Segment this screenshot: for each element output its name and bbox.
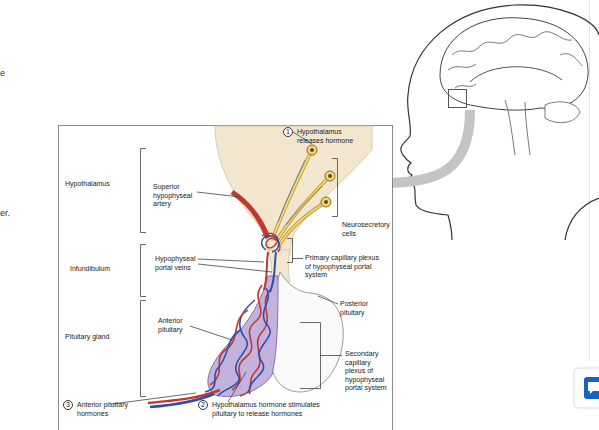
neurosecretory-axons	[272, 150, 330, 244]
page-text-fragment: er.	[0, 208, 20, 219]
neuron-body	[307, 145, 317, 155]
callout-number: 2	[199, 401, 207, 409]
primary-capillary-plexus	[262, 234, 280, 252]
axon	[272, 150, 312, 240]
bracket	[141, 149, 147, 233]
pointer-arrow	[382, 110, 470, 183]
anterior-pituitary	[208, 276, 278, 396]
bracket	[141, 301, 147, 397]
part-label: Secondary capillary plexus of hypophysea…	[345, 350, 391, 393]
part-label: Hypothalamus	[65, 180, 135, 189]
callout-text: Hypothalamus releases hormone	[297, 128, 359, 145]
secretion-flow	[278, 160, 322, 225]
part-label: Posterior pituitary	[340, 300, 392, 317]
cerebellum	[545, 102, 580, 123]
callout-circle: 2Hypothalamus hormone stimulates pituita…	[198, 400, 208, 410]
callout-number: 1	[284, 128, 292, 136]
part-label: Hypophyseal portal veins	[155, 255, 200, 272]
part-label: Anterior pituitary	[158, 317, 193, 334]
superior-hypophyseal-artery	[232, 192, 268, 238]
part-label: Primary capillary plexus of hypophyseal …	[305, 254, 379, 280]
page-text-fragment: e	[0, 68, 12, 79]
neuron-nucleus	[310, 148, 314, 152]
capillary	[249, 288, 270, 394]
neuron-nucleus	[324, 200, 328, 204]
callout-number: 3	[64, 401, 72, 409]
neck-outline	[565, 198, 599, 240]
brain-gyri	[452, 32, 572, 55]
corpus-callosum	[470, 67, 562, 82]
capillary	[218, 300, 255, 396]
brainstem	[505, 100, 530, 155]
axon	[280, 202, 326, 244]
axon	[280, 202, 326, 244]
chat-bubble	[588, 382, 599, 394]
chat-widget	[574, 368, 599, 408]
neuron-bodies	[307, 145, 335, 207]
part-label: Infundibulum	[70, 265, 138, 274]
posterior-pituitary	[269, 272, 343, 392]
brain-gyri	[448, 54, 582, 88]
bracket	[300, 323, 342, 389]
figure-frame	[59, 126, 393, 430]
bracket	[287, 239, 303, 263]
leader-line	[228, 372, 246, 402]
leader-line	[197, 192, 240, 197]
leader-line	[318, 296, 338, 304]
brain-outline	[440, 18, 588, 110]
callout-text: Hypothalamus hormone stimulates pituitar…	[212, 401, 332, 418]
neuron-body	[321, 197, 331, 207]
neuron-body	[325, 171, 335, 181]
part-label: Pituitary gland	[65, 333, 135, 342]
callout-circle: 3Anterior pituitary hormones	[63, 400, 73, 410]
capillary	[232, 285, 262, 390]
bracket	[332, 159, 338, 217]
callout-circle: 1Hypothalamus releases hormone	[283, 127, 293, 137]
neuron-nucleus	[328, 174, 332, 178]
capillary	[205, 330, 240, 392]
bracket	[141, 245, 147, 297]
leader-line	[190, 326, 232, 340]
capillary	[262, 236, 279, 252]
page-edge	[589, 0, 590, 360]
part-label: Neurosecretory cells	[342, 221, 394, 238]
leader-line	[198, 259, 272, 272]
zoom-box	[449, 90, 467, 108]
secondary-capillary-plexus	[205, 285, 270, 396]
callout-text: Anterior pituitary hormones	[77, 401, 157, 418]
capillary	[262, 234, 280, 252]
part-label: Superior hypophyseal artery	[153, 183, 196, 209]
chat-icon	[584, 377, 599, 399]
head-outline	[401, 5, 599, 240]
axon	[276, 176, 330, 242]
